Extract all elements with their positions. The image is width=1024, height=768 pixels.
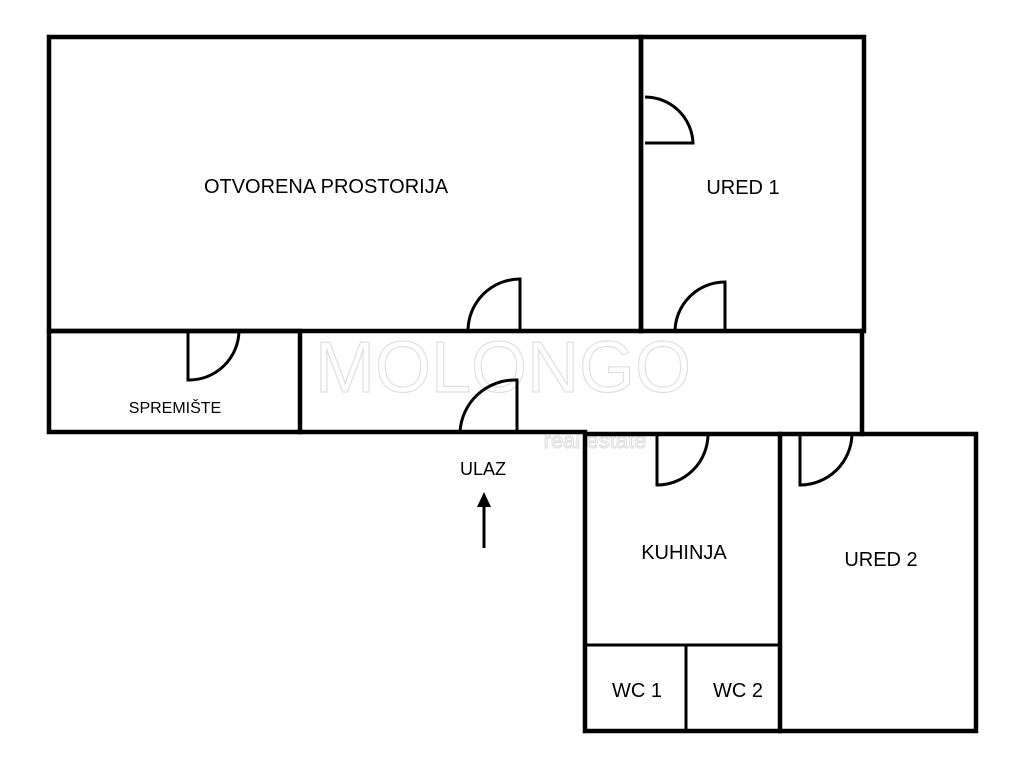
storage-walls <box>46 328 303 435</box>
office1-door-icon <box>673 280 727 332</box>
kitchen-label: KUHINJA <box>641 542 727 564</box>
open-room-label: OTVORENA PROSTORIJA <box>204 176 449 198</box>
corridor-walls <box>297 328 865 437</box>
office1-label: URED 1 <box>706 177 779 199</box>
wc-walls <box>585 643 778 731</box>
wc2-label: WC 2 <box>713 680 763 702</box>
watermark-brand: MOLONGO <box>315 328 691 408</box>
storage-door-icon <box>186 330 241 382</box>
entrance-arrow-icon <box>477 492 491 548</box>
doors <box>186 95 854 487</box>
open-room-door-icon <box>466 277 522 332</box>
wc1-label: WC 1 <box>612 680 662 702</box>
office2-door-icon <box>798 433 854 487</box>
office1-walls <box>638 34 867 334</box>
office1-top-door-icon <box>644 95 695 145</box>
office2-label: URED 2 <box>844 549 917 571</box>
storage-label: SPREMIŠTE <box>129 398 221 417</box>
walls <box>46 34 979 734</box>
entrance-door-icon <box>458 378 519 433</box>
entrance-label: ULAZ <box>460 459 506 479</box>
kitchen-door-icon <box>655 433 710 487</box>
